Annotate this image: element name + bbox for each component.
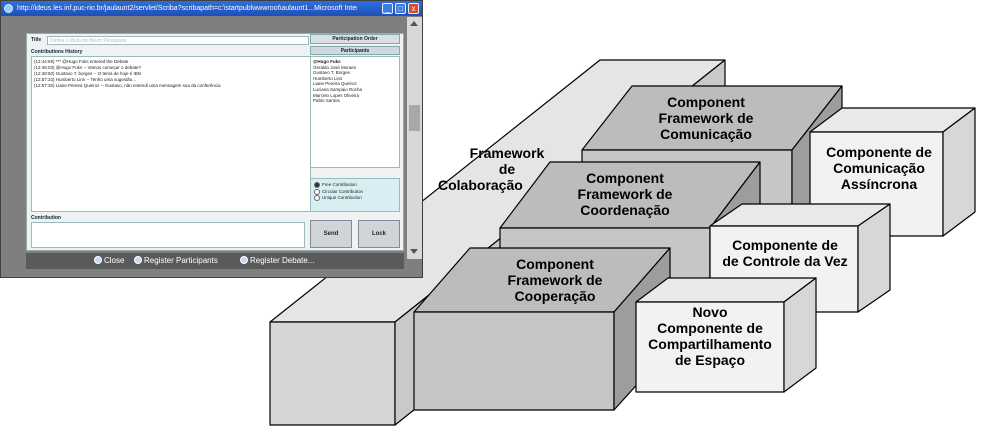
- communication-framework-label: Component Framework de Comunicação: [616, 94, 796, 142]
- radio-icon[interactable]: [314, 195, 320, 202]
- turn-label-line2: de Controle da Vez: [722, 253, 848, 269]
- cooperation-label-line1: Component: [516, 256, 594, 272]
- participants-header: Participants: [310, 46, 400, 55]
- contribution-input[interactable]: [31, 222, 305, 248]
- cooperation-label-line2: Framework de: [507, 272, 603, 288]
- history-line: (12:48:50) Gustavo T. borges -- O tema d…: [34, 71, 141, 76]
- history-line: (12:44:59) *** @Hugo Fuks entered the De…: [34, 59, 129, 64]
- register-debate-label: Register Debate...: [250, 256, 315, 265]
- space-label-line4: de Espaço: [674, 352, 746, 368]
- register-participants-button[interactable]: Register Participants: [134, 256, 218, 265]
- space-label-line2: Componente de: [657, 320, 763, 336]
- close-window-button[interactable]: x: [408, 3, 419, 14]
- close-label: Close: [104, 256, 125, 265]
- communication-label-line1: Component: [667, 94, 745, 110]
- async-label-line1: Componente de: [826, 144, 932, 160]
- collaboration-framework-label: Framework de Colaboração: [438, 145, 562, 193]
- collaboration-label-line1: Framework: [469, 145, 545, 161]
- close-icon: [94, 256, 102, 264]
- minimize-button[interactable]: _: [382, 3, 393, 14]
- debate-app-panel: Title Defina o título do fórum Pesquisas…: [26, 33, 404, 251]
- turn-label-line1: Componente de: [732, 237, 838, 253]
- contribution-mode-group: Free Contribution Circular Contribution …: [310, 178, 400, 212]
- browser-icon: [4, 4, 13, 13]
- participant-item[interactable]: @Hugo Fuks: [313, 59, 341, 64]
- async-label-line2: Comunicação: [833, 160, 925, 176]
- mode-unique-radio[interactable]: Unique Contribution: [314, 195, 396, 202]
- radio-selected-icon[interactable]: [314, 182, 320, 188]
- participants-list[interactable]: @Hugo Fuks Geraldo José Moraes Gustavo T…: [310, 56, 400, 168]
- contribution-label: Contribution: [31, 215, 61, 221]
- vertical-scrollbar[interactable]: [407, 17, 422, 259]
- participation-order-tab[interactable]: Participation Order: [310, 34, 400, 44]
- mode-circular-label: Circular Contribution: [322, 188, 364, 194]
- collaboration-label-line2: de: [498, 161, 516, 177]
- participant-item[interactable]: Pablo Santos: [313, 98, 340, 104]
- scroll-thumb[interactable]: [409, 105, 420, 131]
- space-sharing-label: Novo Componente de Compartilhamento de E…: [636, 304, 784, 368]
- window-title: http://ideus.les.inf.puc-rio.br/jaulaunt…: [17, 5, 357, 12]
- space-sharing-component: [635, 277, 817, 393]
- register-debate-button[interactable]: Register Debate...: [240, 256, 314, 265]
- send-button[interactable]: Send: [310, 220, 352, 248]
- scroll-up-icon[interactable]: [410, 21, 418, 26]
- browser-window: http://ideus.les.inf.puc-rio.br/jaulaunt…: [0, 0, 423, 278]
- mode-free-radio[interactable]: Free Contribution: [314, 182, 396, 189]
- participant-item[interactable]: Humberto Lins: [313, 75, 343, 81]
- participant-item[interactable]: Marcelo Lopes Oliveira: [313, 92, 360, 98]
- participant-item[interactable]: Gustavo T. Borges: [313, 70, 350, 76]
- history-line: (12:57:23) Humberto Lins -- Tenho uma su…: [34, 77, 136, 82]
- participant-item[interactable]: Liane Pereira Queiroz: [313, 81, 357, 87]
- contributions-history[interactable]: (12:44:59) *** @Hugo Fuks entered the De…: [31, 56, 311, 212]
- radio-icon[interactable]: [314, 188, 320, 195]
- space-label-line3: Compartilhamento: [648, 336, 772, 352]
- space-label-line1: Novo: [692, 304, 728, 320]
- collaboration-framework-front: [269, 321, 396, 426]
- turn-control-label: Componente de de Controle da Vez: [712, 237, 858, 269]
- participant-item[interactable]: Geraldo José Moraes: [313, 64, 357, 70]
- history-line: (12:57:30) Liane Pereira Queiroz -- Gust…: [34, 83, 221, 88]
- coordination-label-line1: Component: [586, 170, 664, 186]
- debate-icon: [240, 256, 248, 264]
- coordination-label-line3: Coordenação: [580, 202, 670, 218]
- async-communication-label: Componente de Comunicação Assíncrona: [814, 144, 944, 192]
- mode-free-label: Free Contribution: [322, 182, 357, 188]
- participants-icon: [134, 256, 142, 264]
- history-label: Contributions History: [31, 49, 83, 55]
- communication-label-line3: Comunicação: [660, 126, 752, 142]
- register-participants-label: Register Participants: [144, 256, 218, 265]
- cooperation-label-line3: Cooperação: [514, 288, 596, 304]
- title-input[interactable]: Defina o título do fórum Pesquisas: [47, 36, 309, 45]
- maximize-button[interactable]: □: [395, 3, 406, 14]
- cooperation-framework-label: Component Framework de Cooperação: [470, 256, 640, 304]
- mode-unique-label: Unique Contribution: [322, 195, 362, 201]
- window-titlebar: http://ideus.les.inf.puc-rio.br/jaulaunt…: [1, 1, 422, 16]
- participant-item[interactable]: Luciana Sampaio Rocha: [313, 86, 363, 92]
- history-line: (12:45:03) @Hugo Fuks -- Vamos começar o…: [34, 65, 142, 70]
- bottom-toolbar: Close Register Participants Register Deb…: [26, 253, 404, 269]
- title-label: Title: [31, 37, 42, 43]
- communication-label-line2: Framework de: [658, 110, 754, 126]
- close-debate-button[interactable]: Close: [94, 256, 124, 265]
- mode-circular-radio[interactable]: Circular Contribution: [314, 188, 396, 196]
- coordination-framework-label: Component Framework de Coordenação: [540, 170, 710, 218]
- collaboration-label-line3: Colaboração: [438, 177, 523, 193]
- coordination-label-line2: Framework de: [577, 186, 673, 202]
- lock-button[interactable]: Lock: [358, 220, 400, 248]
- async-label-line3: Assíncrona: [840, 176, 918, 192]
- scroll-down-icon[interactable]: [410, 249, 418, 254]
